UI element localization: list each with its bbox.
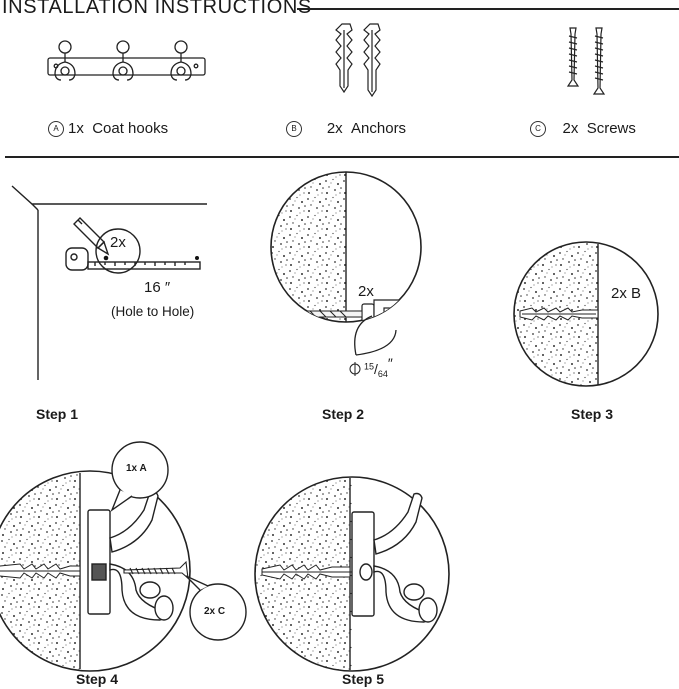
step4-screw — [123, 560, 189, 580]
step2-bit-den: 64 — [377, 369, 388, 379]
step2-illustration — [270, 171, 422, 376]
step4-bubble-a: 1x A — [126, 463, 147, 474]
step3-callout: 2x B — [611, 285, 642, 302]
part-b-letter: B — [286, 121, 302, 137]
header-rule — [297, 8, 679, 10]
step4-hook — [87, 490, 174, 621]
part-c-letter: C — [530, 121, 546, 137]
step5-illustration — [254, 476, 450, 672]
steps-illustrations — [0, 171, 659, 672]
drill-bit — [271, 310, 363, 318]
step3-label: Step 3 — [571, 406, 614, 422]
step3-illustration — [513, 241, 659, 387]
step1-illustration — [11, 185, 207, 380]
coat-hook-rack-icon — [47, 40, 206, 81]
step1-callout: 2x — [110, 234, 126, 251]
anchor-icon — [335, 23, 381, 98]
step4-label: Step 4 — [76, 671, 119, 687]
part-c-name: Screws — [586, 120, 636, 137]
step4-illustration — [0, 441, 247, 672]
pencil-icon — [73, 217, 110, 256]
tape-measure-icon — [65, 247, 201, 271]
part-a-qty: 1x — [68, 120, 84, 137]
page-title: INSTALLATION INSTRUCTIONS — [2, 0, 312, 18]
step2-bit-num: 15 — [364, 361, 375, 372]
part-b-name: Anchors — [351, 120, 407, 137]
step1-note: (Hole to Hole) — [111, 304, 195, 319]
step5-hook — [351, 492, 438, 623]
step1-label: Step 1 — [36, 406, 79, 422]
diameter-icon — [349, 362, 361, 376]
step1-measure: 16 ″ — [144, 279, 171, 296]
part-b-qty: 2x — [326, 120, 343, 137]
parts-rule — [5, 156, 679, 158]
part-c-label: C 2x Screws — [530, 120, 636, 137]
step2-label: Step 2 — [322, 406, 365, 422]
part-c-qty: 2x — [562, 120, 579, 137]
step4-bubble-c: 2x C — [204, 606, 226, 617]
step2-bit-size: 15/64″ — [364, 355, 393, 379]
step2-bit-unit: ″ — [387, 355, 393, 371]
step5-label: Step 5 — [342, 671, 385, 687]
part-a-name: Coat hooks — [92, 120, 169, 137]
part-a-letter: A — [48, 121, 64, 137]
part-b-label: B 2x Anchors — [286, 120, 406, 137]
parts-illustrations — [47, 23, 606, 98]
step2-callout: 2x — [358, 283, 374, 300]
screw-icon — [566, 27, 606, 95]
